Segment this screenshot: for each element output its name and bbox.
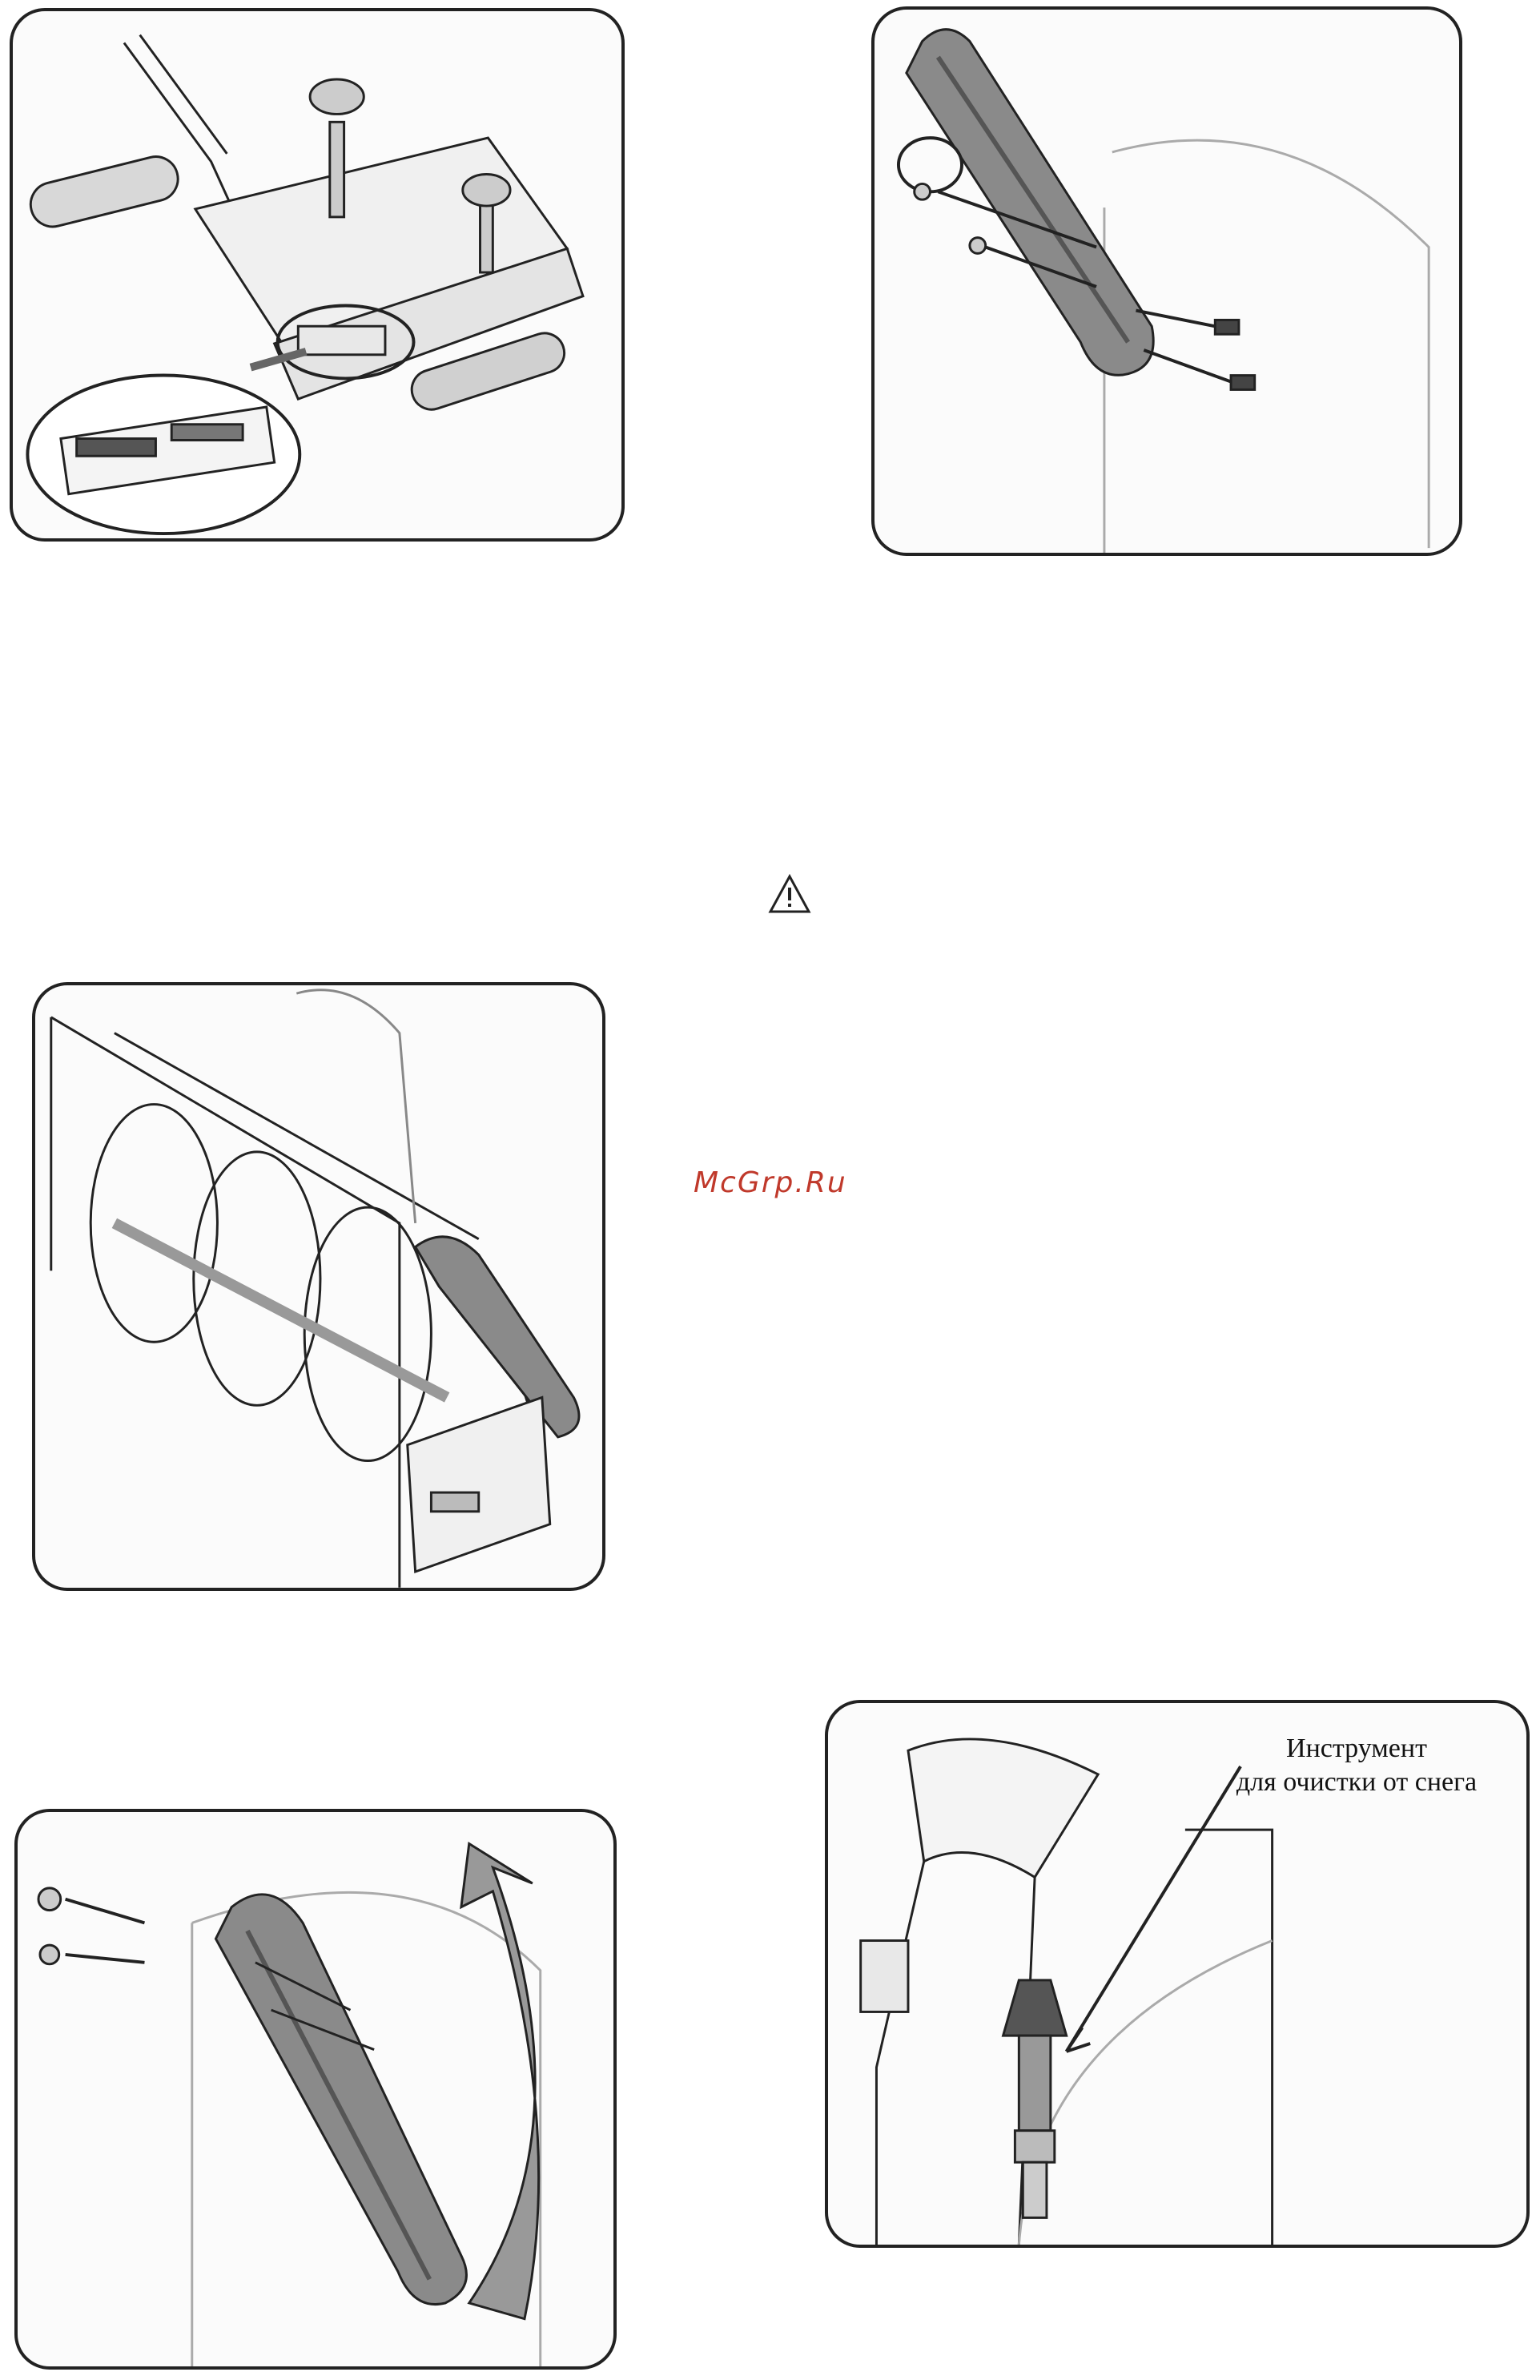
auger-housing-illustration: [35, 985, 602, 1588]
figure-paddle-removal: [871, 6, 1462, 556]
figure-control-panel-shear-pins: [10, 8, 625, 542]
warning-triangle-icon: [767, 873, 812, 915]
callout-label-line1: Инструмент: [1204, 1732, 1509, 1766]
callout-label-line2: для очистки от снега: [1204, 1766, 1509, 1799]
paddle-rotation-illustration: [18, 1812, 613, 2366]
control-panel-illustration: [13, 11, 621, 538]
clearing-tool-callout: Инструмент для очистки от снега: [1204, 1732, 1509, 1799]
paddle-removal-illustration: [875, 10, 1459, 553]
watermark: McGrp.Ru: [694, 1166, 847, 1199]
figure-auger-housing: [32, 982, 605, 1591]
figure-paddle-rotation: [14, 1809, 617, 2370]
figure-clearing-tool: Инструмент для очистки от снега: [825, 1700, 1530, 2248]
